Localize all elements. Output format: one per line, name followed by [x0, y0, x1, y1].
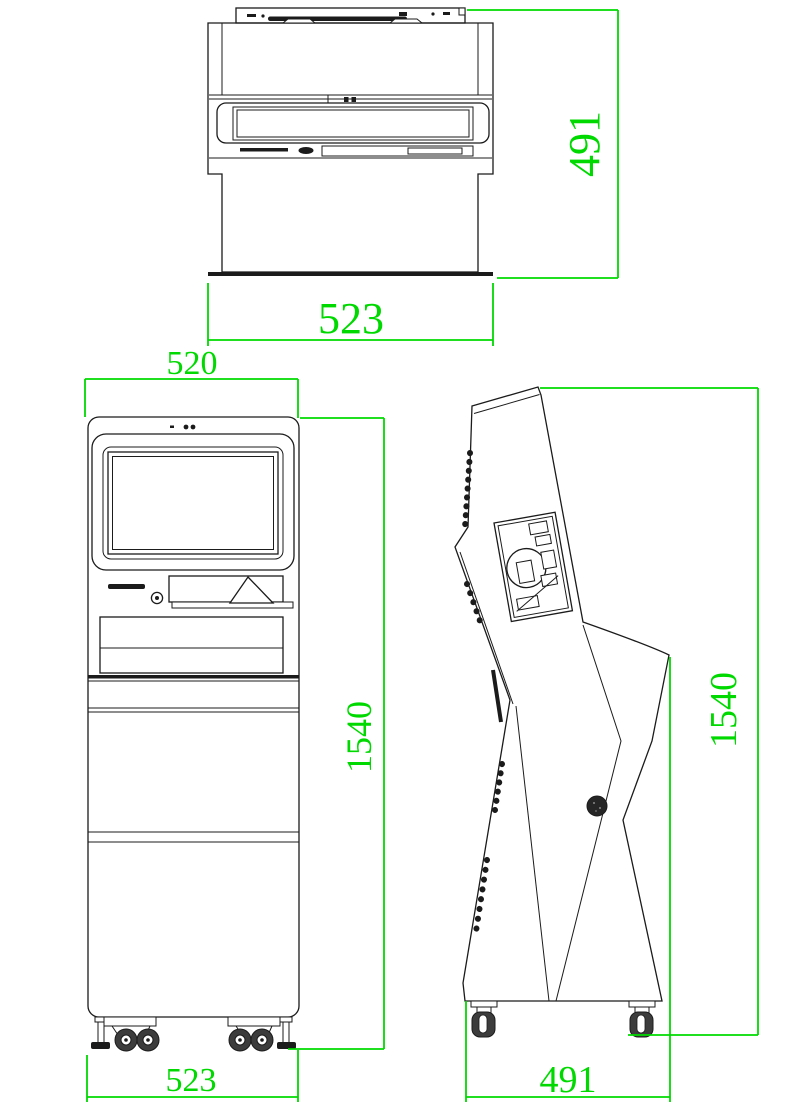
- top-view-latch-dot1: [344, 97, 349, 102]
- dim-front-base-width: [86, 1050, 299, 1102]
- side-view: [454, 386, 670, 1038]
- side-column-edge: [515, 705, 550, 1002]
- paper-exit-triangle: [228, 575, 275, 604]
- top-view-bar-notch: [458, 7, 466, 16]
- top-view-keyhole: [298, 147, 314, 154]
- vent-bumps-3: [492, 761, 505, 813]
- dim-label-front-base-width: 523: [166, 1062, 217, 1099]
- top-view: [207, 7, 494, 276]
- top-view-hinge-left: [281, 18, 317, 24]
- dim-side-depth: [465, 657, 671, 1102]
- top-view-hinge-right: [388, 18, 424, 24]
- dim-label-side-depth: 491: [540, 1059, 597, 1101]
- dim-front-width: [84, 378, 299, 418]
- card-reader-slot: [108, 584, 145, 589]
- dim-front-height: [288, 417, 385, 1050]
- top-view-strip-hook: [399, 12, 407, 16]
- top-view-bar-dot2: [431, 12, 435, 16]
- top-view-card-slot: [240, 148, 288, 152]
- side-profile-outline: [454, 386, 670, 1002]
- camera-dot2: [190, 424, 196, 430]
- speaker-dot2: [599, 807, 601, 809]
- dim-label-top-height: 491: [560, 111, 609, 177]
- dimension-labels: 491 523 520 1540 523 1540 491: [166, 111, 746, 1101]
- vent-bumps-1: [462, 450, 473, 530]
- side-top-cap-line: [473, 394, 540, 414]
- front-right-foot: [277, 1016, 296, 1049]
- vent-bumps-4: [472, 857, 490, 941]
- side-lock-bar: [491, 669, 503, 723]
- top-view-base-strip: [208, 272, 493, 276]
- dispenser-bin: [99, 616, 284, 674]
- front-view: [87, 416, 300, 1052]
- top-view-printer-slot-inner: [407, 147, 463, 155]
- side-rear-leg-edge: [555, 624, 622, 1002]
- side-underside-line: [459, 551, 514, 705]
- top-view-bar-dash: [247, 14, 256, 17]
- dim-top-width: [207, 283, 494, 346]
- speaker-grille: [586, 795, 608, 817]
- dim-label-front-width: 520: [167, 345, 218, 382]
- dim-side-height: [540, 387, 759, 1036]
- vent-bumps-2: [464, 581, 484, 627]
- top-view-latch-dot2: [351, 97, 356, 102]
- top-view-screen-inner: [236, 109, 470, 138]
- shelf-edge-strip: [88, 675, 299, 679]
- speaker-dot3: [595, 810, 597, 812]
- key-lock-center: [155, 596, 159, 600]
- dim-label-front-height: 1540: [339, 701, 379, 773]
- top-view-bar-dot: [261, 14, 265, 18]
- dim-top-height: [467, 9, 619, 279]
- dim-label-side-height: 1540: [703, 672, 745, 748]
- speaker-dot1: [593, 802, 595, 804]
- side-left-caster: [470, 1000, 498, 1038]
- printer-mechanism-detail: [493, 511, 574, 623]
- camera-dot1: [183, 424, 189, 430]
- dimensions: [84, 9, 759, 1102]
- mic-hole: [170, 425, 174, 428]
- front-left-foot: [91, 1016, 110, 1049]
- dim-label-top-width: 523: [318, 294, 384, 343]
- side-right-caster: [628, 1000, 656, 1038]
- top-view-printer-slot: [321, 145, 474, 157]
- front-left-casters: [103, 1016, 160, 1052]
- top-view-bar-dash2: [443, 12, 450, 15]
- screen-display: [112, 456, 274, 550]
- front-right-casters: [227, 1016, 281, 1052]
